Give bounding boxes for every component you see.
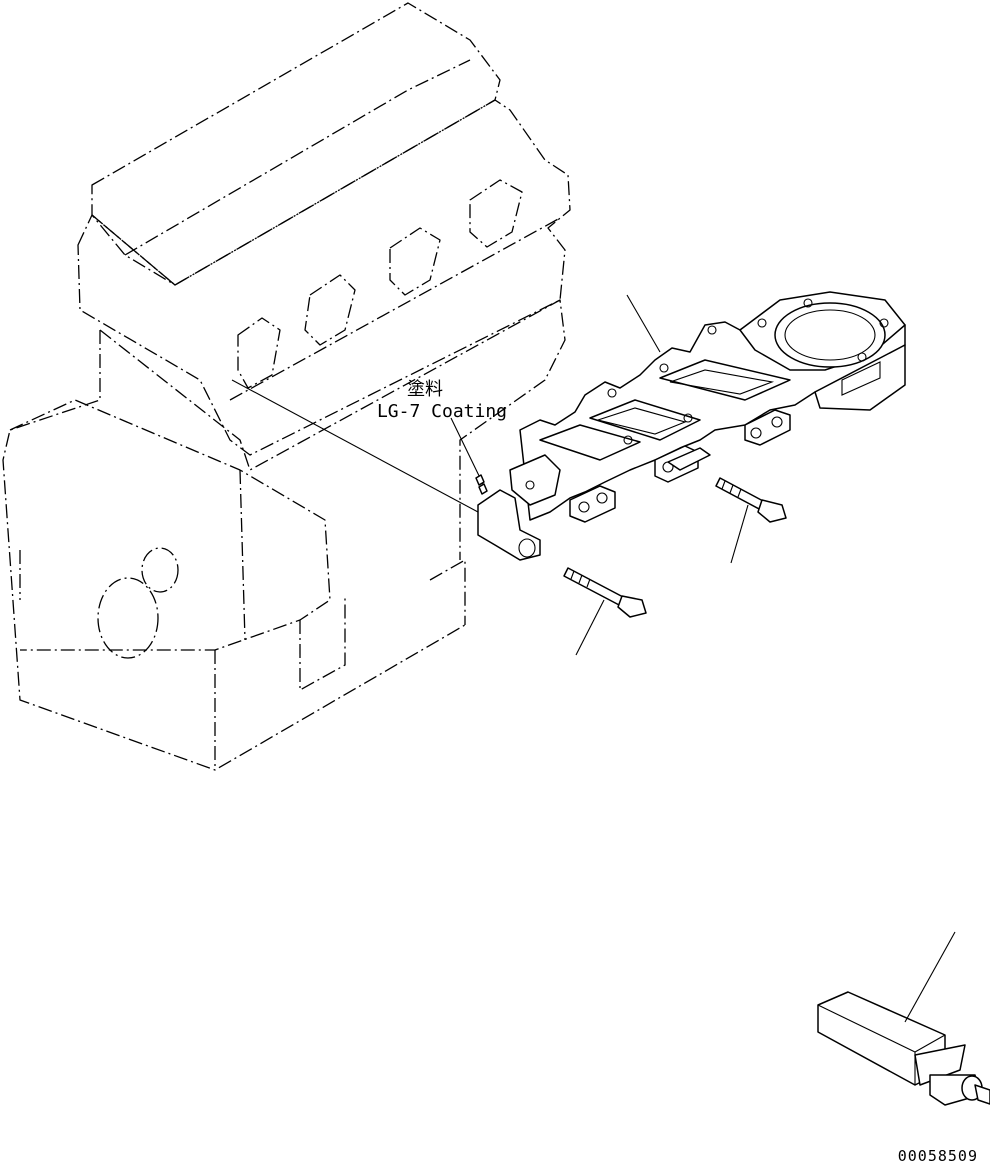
bolt-right bbox=[715, 477, 787, 523]
assembly-leader-line bbox=[231, 379, 479, 513]
coating-leader bbox=[450, 417, 484, 485]
manifold-leader bbox=[626, 294, 661, 353]
engine-block-phantom bbox=[2, 2, 571, 771]
coating-marker bbox=[475, 474, 488, 495]
coating-label-jp: 塗料 bbox=[407, 378, 443, 400]
installation-tool bbox=[817, 991, 990, 1106]
bolt-left-leader bbox=[575, 599, 605, 656]
bolt-right-leader bbox=[730, 504, 749, 564]
drawing-number: 00058509 bbox=[898, 1147, 978, 1165]
coating-label-en: LG-7 Coating bbox=[377, 401, 507, 422]
exhaust-manifold bbox=[477, 291, 906, 561]
tool-leader bbox=[904, 931, 956, 1023]
bolt-left bbox=[563, 567, 647, 618]
